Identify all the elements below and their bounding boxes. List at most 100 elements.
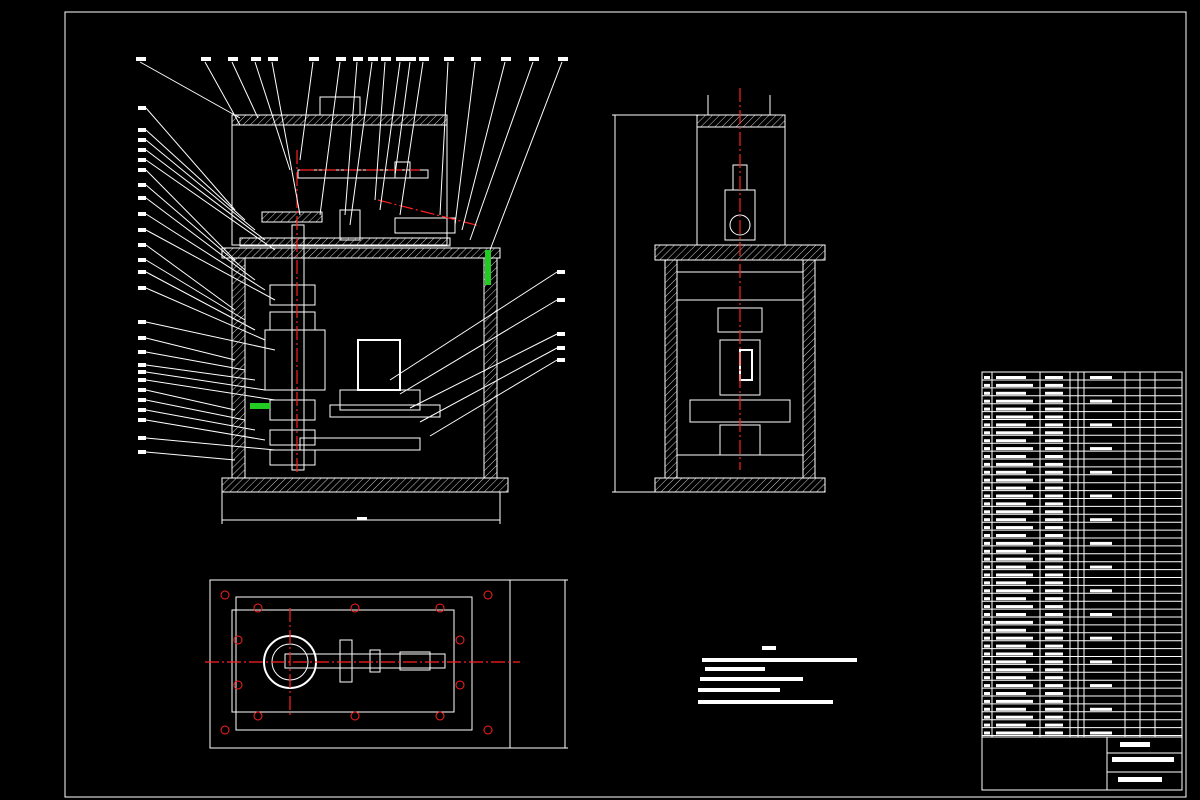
balloon-label bbox=[138, 398, 146, 402]
leader-line bbox=[374, 61, 386, 201]
cell-text bbox=[1045, 707, 1063, 711]
cell-text bbox=[984, 613, 990, 616]
cell-text bbox=[1045, 526, 1063, 530]
balloon-label bbox=[138, 228, 146, 232]
leader-line bbox=[429, 359, 558, 437]
cell-text bbox=[984, 376, 990, 379]
leader-line bbox=[439, 61, 449, 216]
balloon-label bbox=[529, 57, 539, 61]
cell-text bbox=[984, 510, 990, 514]
leader-line bbox=[145, 107, 236, 211]
bolt-hole bbox=[350, 711, 360, 721]
leader-line bbox=[299, 61, 314, 161]
leader-line bbox=[145, 364, 256, 381]
leader-line bbox=[399, 299, 558, 395]
motor bbox=[357, 339, 401, 391]
leader-line bbox=[409, 333, 558, 409]
school-name bbox=[1120, 742, 1150, 747]
leader-line bbox=[145, 259, 246, 321]
balloon-label bbox=[138, 370, 146, 374]
cell-text bbox=[996, 518, 1026, 522]
title-block bbox=[982, 736, 1182, 790]
balloon-label bbox=[138, 450, 146, 454]
bolt-hole bbox=[435, 711, 445, 721]
cell-text bbox=[1090, 470, 1112, 474]
cell-text bbox=[984, 431, 990, 435]
balloon-label bbox=[201, 57, 211, 61]
load-cylinder bbox=[394, 217, 456, 234]
base bbox=[221, 477, 509, 493]
cell-text bbox=[996, 644, 1026, 648]
cell-text bbox=[996, 455, 1026, 458]
cell-text bbox=[996, 620, 1033, 624]
cell-text bbox=[984, 391, 990, 395]
cell-text bbox=[1045, 518, 1063, 522]
cell-text bbox=[996, 565, 1026, 569]
cell-text bbox=[996, 407, 1026, 411]
balloon-label bbox=[138, 158, 146, 162]
cell-text bbox=[984, 486, 990, 490]
cell-text bbox=[1045, 605, 1063, 609]
leader-line bbox=[231, 61, 259, 119]
cell-text bbox=[996, 605, 1033, 609]
leader-line bbox=[139, 61, 241, 119]
balloon-label bbox=[138, 408, 146, 412]
leader-line bbox=[145, 129, 246, 221]
bolt-hole bbox=[253, 711, 263, 721]
cell-text bbox=[996, 470, 1026, 474]
cell-text bbox=[984, 715, 990, 719]
balloon-label bbox=[368, 57, 378, 61]
cell-text bbox=[984, 541, 990, 545]
cell-text bbox=[984, 502, 990, 506]
leader-line bbox=[469, 61, 534, 241]
cell-text bbox=[996, 723, 1026, 727]
cell-text bbox=[996, 534, 1026, 537]
leader-line bbox=[145, 351, 246, 371]
leader-line bbox=[145, 379, 276, 401]
cell-text bbox=[1090, 541, 1112, 545]
cell-text bbox=[984, 660, 990, 664]
leader-line bbox=[145, 389, 236, 411]
balloon-label bbox=[138, 183, 146, 187]
cell-text bbox=[1045, 478, 1063, 482]
cell-text bbox=[996, 541, 1033, 545]
cell-text bbox=[1045, 652, 1063, 656]
lever-arm bbox=[297, 169, 429, 179]
balloon-label bbox=[268, 57, 278, 61]
cell-text bbox=[1090, 565, 1112, 569]
balloon-label bbox=[251, 57, 261, 61]
cell-text bbox=[984, 439, 990, 443]
cell-text bbox=[1090, 376, 1112, 379]
cell-text bbox=[1045, 399, 1063, 403]
cell-text bbox=[996, 676, 1026, 680]
leader-line bbox=[489, 61, 563, 251]
cell-text bbox=[1045, 510, 1063, 514]
cell-text bbox=[1045, 692, 1063, 695]
cell-text bbox=[1090, 399, 1112, 403]
cell-text bbox=[1045, 676, 1063, 680]
cell-text bbox=[984, 423, 990, 427]
leader-line bbox=[145, 419, 266, 441]
leader-line bbox=[379, 61, 401, 211]
balloon-label bbox=[558, 57, 568, 61]
cell-text bbox=[996, 423, 1026, 427]
cell-text bbox=[996, 462, 1033, 466]
bolt-hole bbox=[455, 635, 465, 645]
bolt-hole bbox=[455, 680, 465, 690]
balloon-label bbox=[138, 128, 146, 132]
balloon-label bbox=[396, 57, 406, 61]
leader-line bbox=[145, 184, 246, 271]
balloon-label bbox=[309, 57, 319, 61]
cell-text bbox=[996, 613, 1026, 616]
bolt-hole bbox=[435, 603, 445, 613]
cell-text bbox=[1045, 699, 1063, 703]
leader-line bbox=[271, 61, 301, 216]
cell-text bbox=[996, 652, 1033, 656]
cell-text bbox=[984, 478, 990, 482]
cell-text bbox=[984, 707, 990, 711]
cell-text bbox=[1090, 423, 1112, 427]
cell-text bbox=[1090, 636, 1112, 640]
leader-line bbox=[145, 337, 236, 361]
balloon-label bbox=[138, 363, 146, 367]
